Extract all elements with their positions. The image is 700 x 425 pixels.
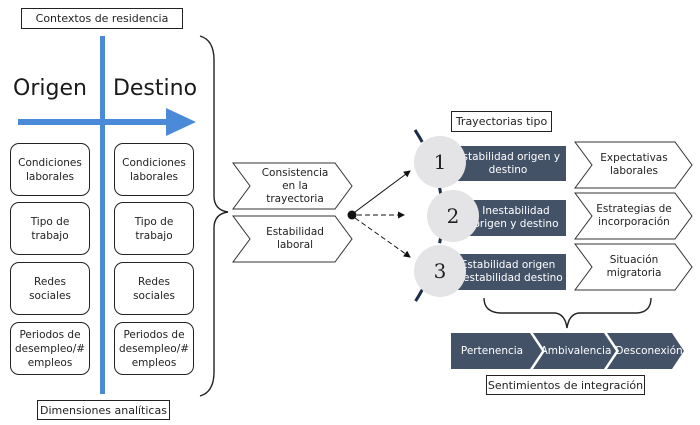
outcome-text-1: Expectativas laborales [600,152,668,177]
trajectory-number-1: 1 [414,136,466,188]
horizontal-arrow-shaft [18,119,178,125]
destination-dimension-box: Redes sociales [114,262,194,315]
criteria-text-consistency: Consistencia en la trayectoria [261,166,329,205]
outcome-text-2: Estrategias de incorporación [596,203,672,228]
left-curly-brace [199,35,229,397]
feeling-ambivalence: Ambivalencia [540,345,612,357]
vertical-divider-line [100,36,105,394]
feeling-shape-2 [533,333,616,369]
bottom-curly-brace [483,297,652,329]
trajectory-number-2: 2 [427,190,479,242]
branch-dot [347,210,357,220]
feeling-shape-1 [451,333,542,369]
residence-contexts-label: Contextos de residencia [21,8,183,29]
arrow-to-3 [354,217,411,258]
trajectory-types-label: Trayectorias tipo [451,111,552,132]
trajectory-bar-1: Estabilidad origen y destino [450,146,566,181]
feeling-shape-3 [607,333,684,369]
horizontal-arrow-head [166,108,196,136]
destination-dimension-box: Periodos de desempleo/# empleos [114,322,194,375]
criteria-chevron-1 [232,162,353,210]
origin-title: Origen [13,76,87,101]
arrow-to-1 [354,170,411,213]
trajectory-number-3: 3 [414,245,466,297]
outcome-chevron-3 [574,243,693,291]
destination-dimension-box: Condiciones laborales [114,143,194,196]
destination-dimension-box: Tipo de trabajo [114,202,194,255]
trajectory-bar-2: Inestabilidad origen y destino [466,200,566,236]
feeling-disconnection: Desconexión [615,345,683,357]
analytic-dimensions-label: Dimensiones analíticas [37,400,170,420]
origin-dimension-box: Periodos de desempleo/# empleos [10,322,90,375]
origin-dimension-box: Tipo de trabajo [10,202,90,255]
origin-dimension-box: Condiciones laborales [10,143,90,196]
origin-dimension-box: Redes sociales [10,262,90,315]
outcome-text-3: Situación migratoria [606,254,662,279]
outcome-chevron-1 [574,141,693,189]
destination-title: Destino [112,76,198,101]
criteria-chevron-2 [232,215,353,263]
criteria-text-stability: Estabilidad laboral [266,226,324,251]
feeling-belonging: Pertenencia [460,345,524,357]
outcome-chevron-2 [574,192,693,240]
integration-feelings-label: Sentimientos de integración [486,375,645,395]
trajectory-bar-3: Estabilidad origen Inestabilidad destino [450,254,566,290]
